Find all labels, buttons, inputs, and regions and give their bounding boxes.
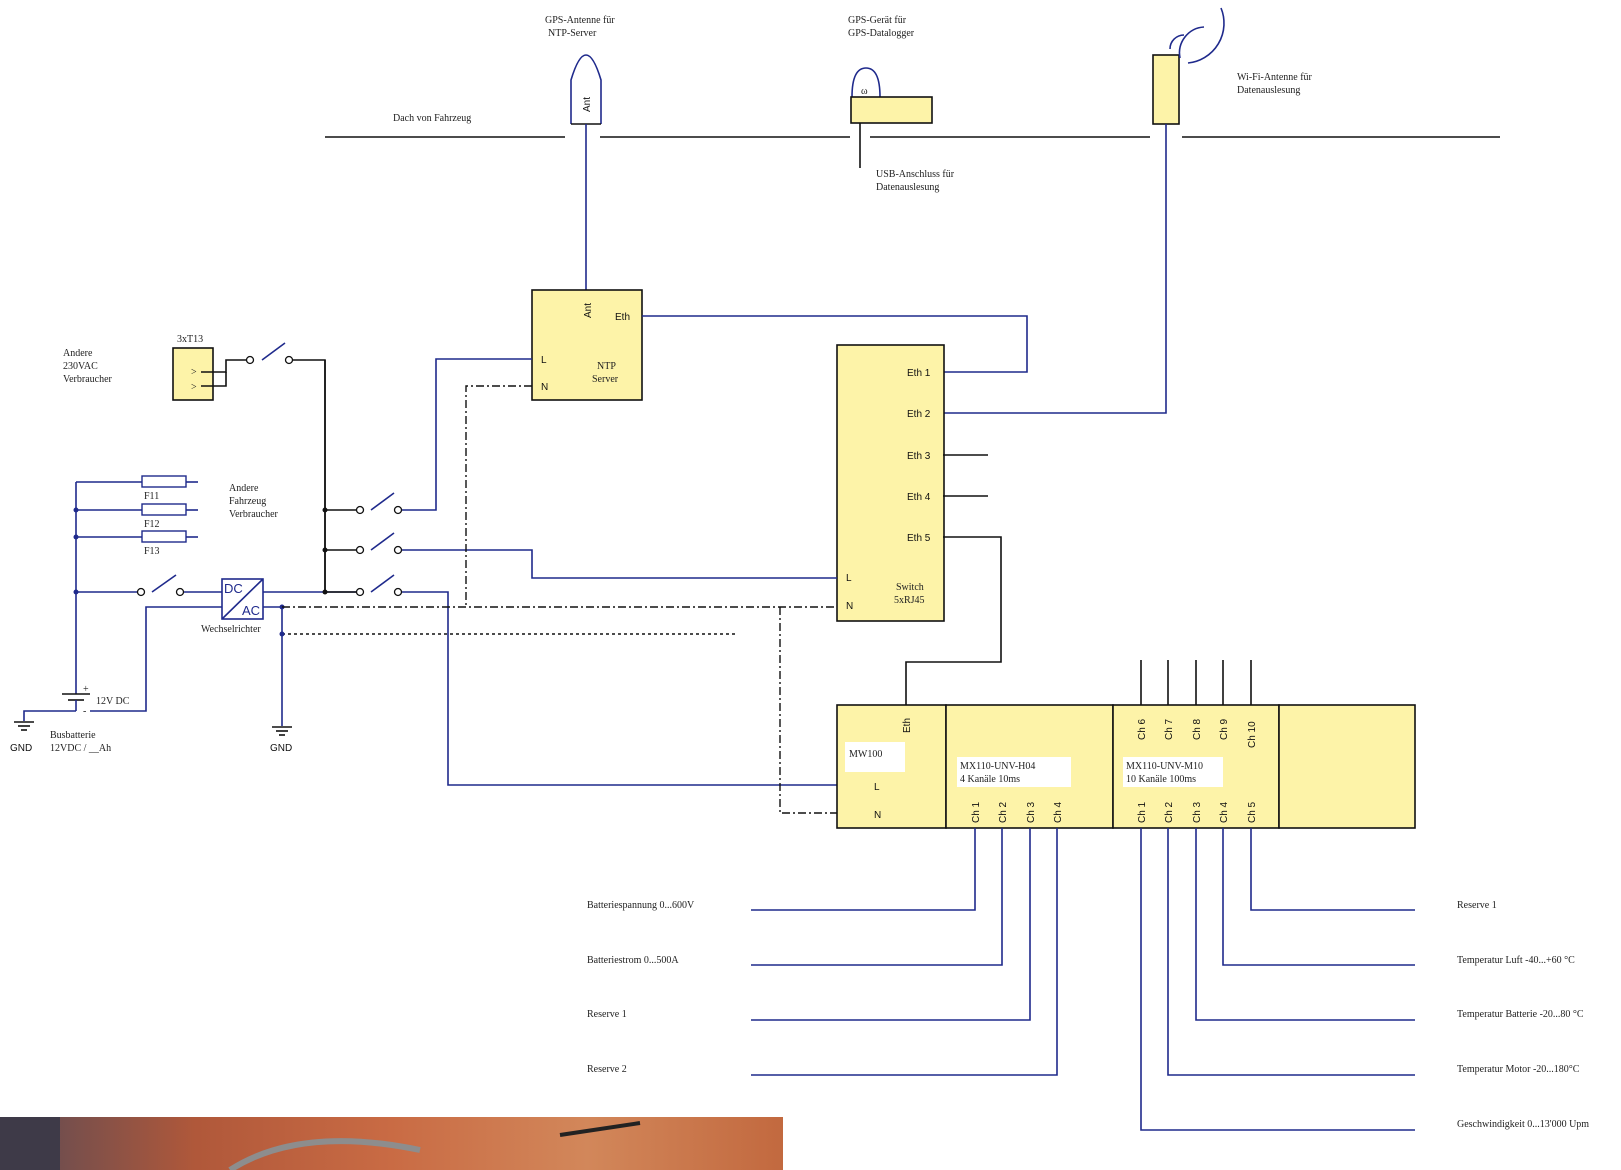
signal-left-3: Reserve 1 xyxy=(587,1009,627,1020)
roof-label: Dach von Fahrzeug xyxy=(393,113,471,124)
svg-text:>: > xyxy=(191,367,197,378)
inverter: DC AC Wechselrichter xyxy=(90,578,360,712)
m1-ch2: Ch 2 xyxy=(998,801,1009,823)
dc-bus: F11 F12 F13 Andere Fahrzeug Verbraucher xyxy=(73,475,279,694)
mw100-eth-label: Eth xyxy=(902,718,913,733)
usb-label-2: Datenauslesung xyxy=(876,182,939,193)
gps-antenna: GPS-Antenne für NTP-Server Ant xyxy=(545,15,615,290)
t13-label: 3xT13 xyxy=(177,334,203,345)
signal-right-2: Temperatur Luft -40...+60 °C xyxy=(1457,955,1575,966)
wifi-label-2: Datenauslesung xyxy=(1237,85,1300,96)
m2-ch7: Ch 7 xyxy=(1164,718,1175,740)
ground-center: GND xyxy=(270,604,738,754)
switch-n-label: N xyxy=(846,601,853,612)
cable-photo xyxy=(0,1117,783,1170)
m1-ch1: Ch 1 xyxy=(971,801,982,823)
switch-name-2: 5xRJ45 xyxy=(894,595,925,606)
signal-left-1: Batteriespannung 0...600V xyxy=(587,900,695,911)
ntp-name-2: Server xyxy=(592,374,619,385)
inverter-dc-label: DC xyxy=(224,581,243,596)
ntp-name-1: NTP xyxy=(597,361,616,372)
switch-l-label: L xyxy=(846,573,852,584)
ntp-ant-label: Ant xyxy=(583,303,594,318)
svg-text:+: + xyxy=(83,684,89,695)
signal-left-2: Batteriestrom 0...500A xyxy=(587,955,679,966)
signal-right-5: Geschwindigkeit 0...13'000 Upm xyxy=(1457,1119,1589,1130)
m1-ch3: Ch 3 xyxy=(1026,801,1037,823)
fuse-f13: F13 xyxy=(144,546,160,557)
m1-ch4: Ch 4 xyxy=(1053,801,1064,823)
inverter-label: Wechselrichter xyxy=(201,624,261,635)
ac-distribution xyxy=(282,358,837,814)
m2-ch8: Ch 8 xyxy=(1192,718,1203,740)
mw100-unit: MW100 Eth L N MX110-UNV-H04 4 Kanäle 10m… xyxy=(836,660,1416,829)
signal-right-1: Reserve 1 xyxy=(1457,900,1497,911)
svg-text:-: - xyxy=(83,706,86,717)
m2-ch9: Ch 9 xyxy=(1219,718,1230,740)
gps-device-antenna-glyph: ω xyxy=(861,86,868,97)
m2-ch10: Ch 10 xyxy=(1247,721,1258,748)
other-vehicle-label-3: Verbraucher xyxy=(229,509,279,520)
gps-antenna-label-1: GPS-Antenne für xyxy=(545,15,615,26)
module2-name-2: 10 Kanäle 100ms xyxy=(1126,774,1196,785)
ntp-server: Ant Eth L N NTP Server xyxy=(531,289,1028,401)
m2-ch6: Ch 6 xyxy=(1137,718,1148,740)
switch-name-1: Switch xyxy=(896,582,924,593)
usb-label-1: USB-Anschluss für xyxy=(876,169,955,180)
fuse-f12: F12 xyxy=(144,519,160,530)
signal-right-3: Temperatur Batterie -20...80 °C xyxy=(1457,1009,1584,1020)
m2-ch3: Ch 3 xyxy=(1192,801,1203,823)
bus-battery-label-2: 12VDC / __Ah xyxy=(50,743,111,754)
m2-ch2: Ch 2 xyxy=(1164,801,1175,823)
gnd-center: GND xyxy=(270,743,292,754)
ntp-eth-label: Eth xyxy=(615,312,630,323)
switch-port-4: Eth 4 xyxy=(907,492,931,503)
switch-port-5: Eth 5 xyxy=(907,533,931,544)
svg-text:>: > xyxy=(191,382,197,393)
mw100-l-label: L xyxy=(874,782,880,793)
switch-port-1: Eth 1 xyxy=(907,368,931,379)
mw100-name: MW100 xyxy=(849,749,882,760)
m2-ch4: Ch 4 xyxy=(1219,801,1230,823)
switch-port-2: Eth 2 xyxy=(907,409,931,420)
gps-device-label-1: GPS-Gerät für xyxy=(848,15,907,26)
signal-wires-right: Reserve 1 Temperatur Luft -40...+60 °C T… xyxy=(1140,828,1589,1131)
bus-battery: + - 12V DC GND Busbatterie 12VDC / __Ah xyxy=(10,684,130,754)
bus-battery-label-1: Busbatterie xyxy=(50,730,96,741)
other-230-label-1: Andere xyxy=(63,348,93,359)
inverter-ac-label: AC xyxy=(242,603,260,618)
vehicle-roof: Dach von Fahrzeug xyxy=(325,113,1500,138)
gps-device: GPS-Gerät für GPS-Datalogger ω USB-Ansch… xyxy=(848,15,955,193)
m2-ch5: Ch 5 xyxy=(1247,801,1258,823)
m2-ch1: Ch 1 xyxy=(1137,801,1148,823)
gps-antenna-ant-label: Ant xyxy=(582,97,593,112)
gps-antenna-label-2: NTP-Server xyxy=(548,28,597,39)
ntp-l-label: L xyxy=(541,355,547,366)
signal-wires-left: Batteriespannung 0...600V Batteriestrom … xyxy=(587,828,1058,1076)
module1-name-1: MX110-UNV-H04 xyxy=(960,761,1035,772)
wifi-label-1: Wi-Fi-Antenne für xyxy=(1237,72,1313,83)
gps-device-label-2: GPS-Datalogger xyxy=(848,28,915,39)
other-vehicle-label-1: Andere xyxy=(229,483,259,494)
battery-voltage-label: 12V DC xyxy=(96,696,130,707)
signal-right-4: Temperatur Motor -20...180°C xyxy=(1457,1064,1580,1075)
other-vehicle-label-2: Fahrzeug xyxy=(229,496,266,507)
module1-name-2: 4 Kanäle 10ms xyxy=(960,774,1020,785)
fuse-f11: F11 xyxy=(144,491,159,502)
mw100-n-label: N xyxy=(874,810,881,821)
t13-socket: Andere 230VAC Verbraucher 3xT13 > > xyxy=(63,334,326,594)
signal-left-4: Reserve 2 xyxy=(587,1064,627,1075)
gnd-left: GND xyxy=(10,743,32,754)
ntp-n-label: N xyxy=(541,382,548,393)
switch-port-3: Eth 3 xyxy=(907,451,931,462)
other-230-label-2: 230VAC xyxy=(63,361,98,372)
other-230-label-3: Verbraucher xyxy=(63,374,113,385)
module2-name-1: MX110-UNV-M10 xyxy=(1126,761,1203,772)
wifi-antenna: Wi-Fi-Antenne für Datenauslesung xyxy=(943,7,1313,414)
network-switch: Eth 1 Eth 2 Eth 3 Eth 4 Eth 5 L N Switch… xyxy=(836,344,1002,705)
